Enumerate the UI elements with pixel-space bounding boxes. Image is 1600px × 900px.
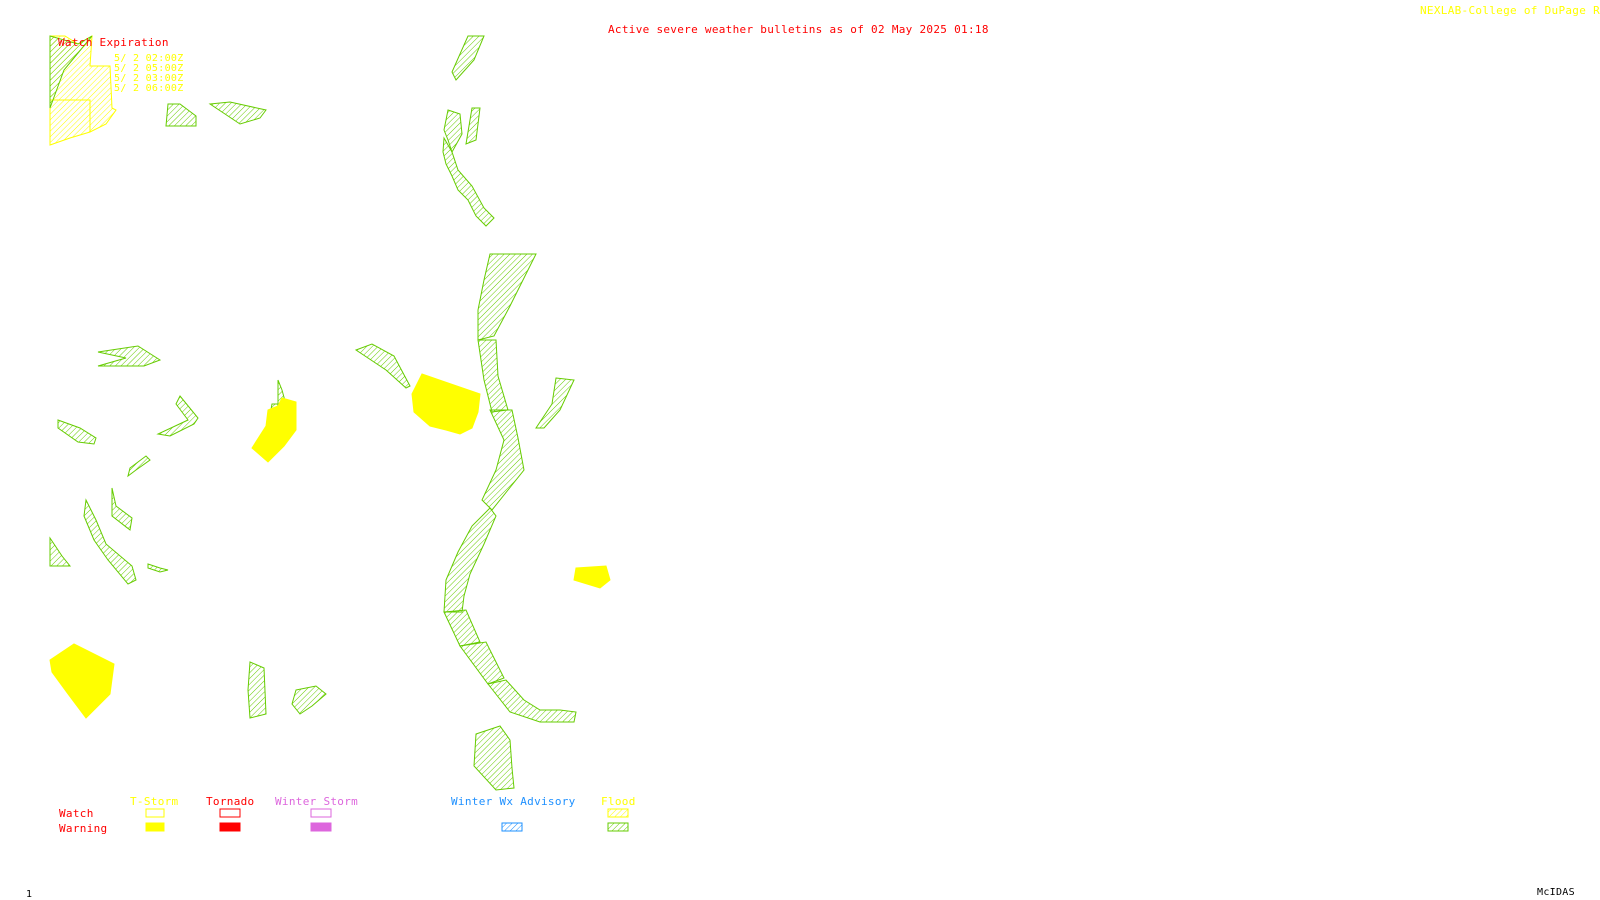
tornado-warning-swatch <box>219 822 241 832</box>
watch-expiration-time: 5/ 2 03:00Z <box>114 73 184 84</box>
credit-label: NEXLAB-College of DuPage R <box>1420 4 1600 17</box>
legend-watch-swatches <box>145 808 629 818</box>
legend-winter-storm-label: Winter Storm <box>275 795 359 808</box>
legend-watch-row-label: Watch <box>59 807 94 820</box>
watch-expiration-title: Watch Expiration <box>58 36 169 49</box>
legend-winter-advisory-label: Winter Wx Advisory <box>451 795 576 808</box>
winter-storm-warning-swatch <box>310 822 332 832</box>
tstorm-watch-swatch <box>145 808 165 818</box>
legend-warning-swatches <box>145 822 629 832</box>
tstorm-warning-areas <box>49 373 611 719</box>
watch-expiration-time: 5/ 2 02:00Z <box>114 53 184 64</box>
legend-tornado-label: Tornado <box>206 795 255 808</box>
legend-tstorm-label: T-Storm <box>130 795 179 808</box>
flood-warning-areas <box>49 35 577 791</box>
flood-watch-swatch <box>607 808 629 818</box>
tornado-watch-swatch <box>219 808 241 818</box>
watch-expiration-time: 5/ 2 06:00Z <box>114 83 184 94</box>
legend-flood-label: Flood <box>601 795 636 808</box>
flood-warning-swatch <box>607 822 629 832</box>
winter-advisory-swatch <box>501 822 523 832</box>
watch-expiration-time: 5/ 2 05:00Z <box>114 63 184 74</box>
frame-number: 1 <box>26 889 33 900</box>
winter-storm-watch-swatch <box>310 808 332 818</box>
software-label: McIDAS <box>1537 887 1575 898</box>
tstorm-warning-swatch <box>145 822 165 832</box>
legend-warning-row-label: Warning <box>59 822 108 835</box>
bulletin-title: Active severe weather bulletins as of 02… <box>608 23 989 36</box>
